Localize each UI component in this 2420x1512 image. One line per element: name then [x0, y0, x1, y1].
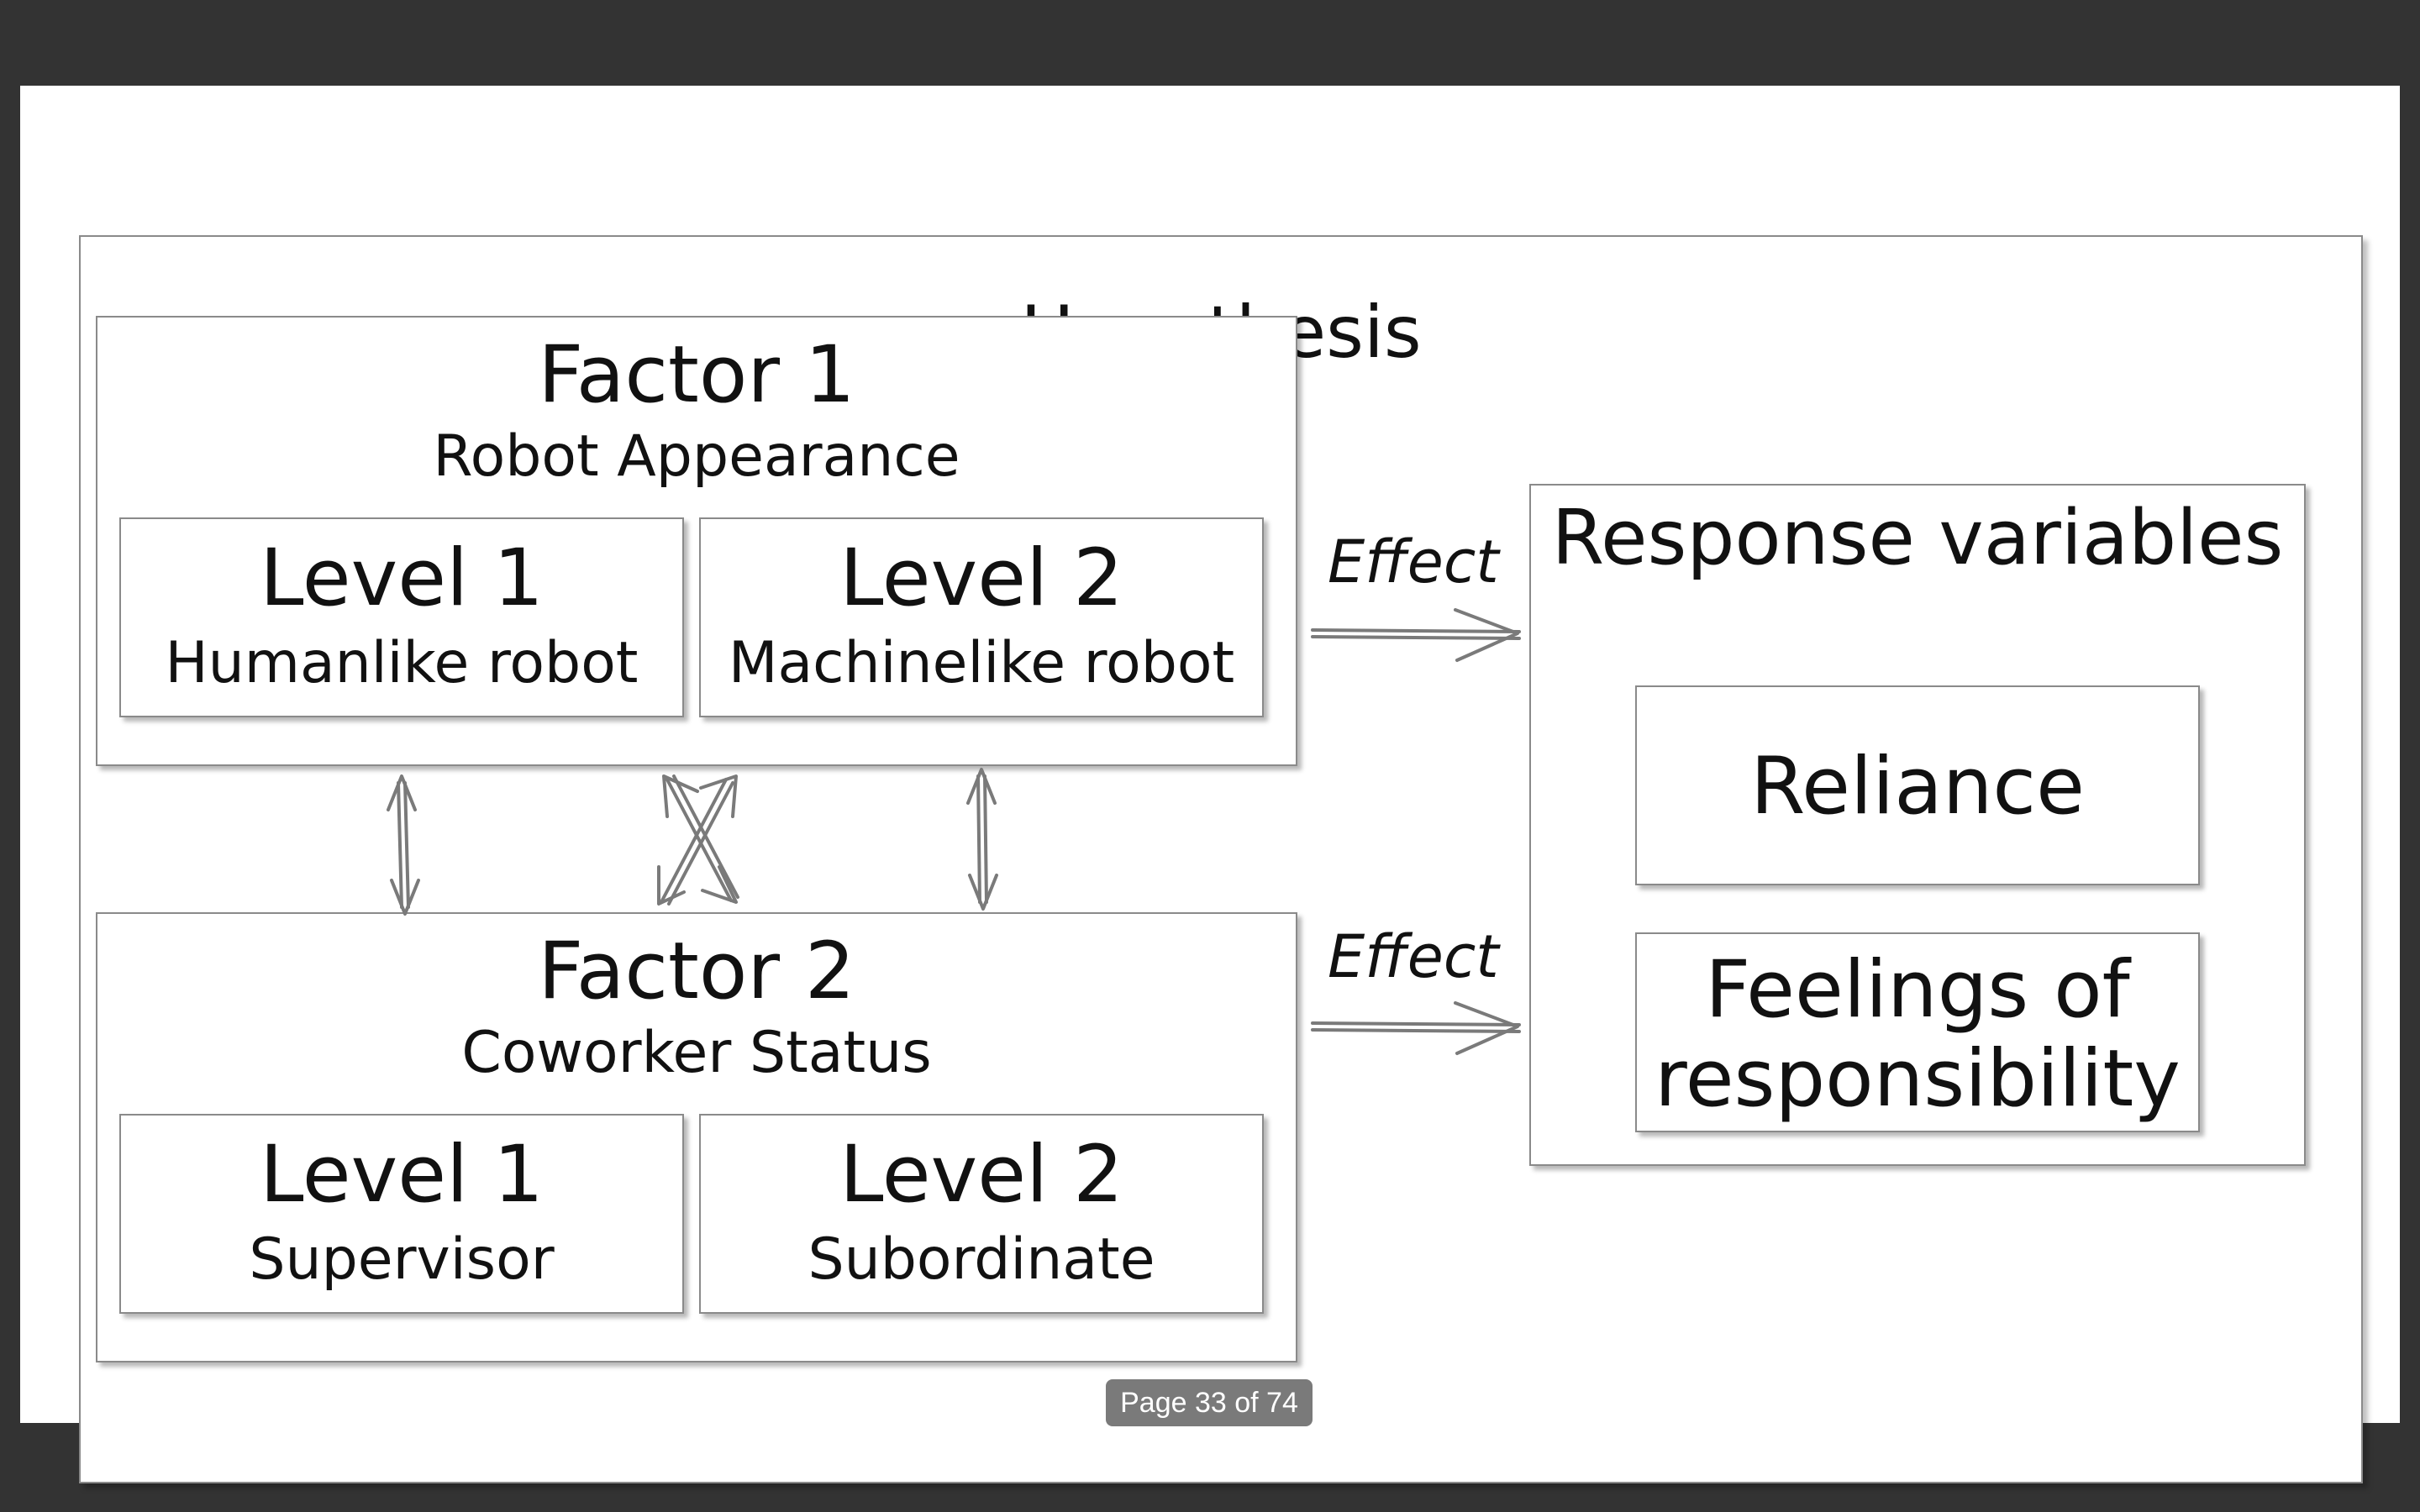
factor1-title: Factor 1 [538, 329, 855, 421]
factor1-level2-desc: Machinelike robot [728, 630, 1235, 696]
effect-arrow-top-icon [1311, 608, 1521, 662]
effect-label-top: Effect [1328, 528, 1499, 596]
bidirectional-arrow-left-icon [387, 774, 420, 916]
factor1-level1-box: Level 1 Humanlike robot [119, 517, 684, 717]
effect-arrow-bottom-icon [1311, 1001, 1521, 1055]
responsibility-line1: Feelings of [1705, 944, 2130, 1036]
bidirectional-arrow-right-icon [966, 768, 998, 911]
factor2-title: Factor 2 [538, 926, 855, 1017]
page-indicator: Page 33 of 74 [1106, 1379, 1313, 1426]
slide-page: Hypothesis Factor 1 Robot Appearance Lev… [20, 86, 2400, 1483]
factor2-level1-desc: Supervisor [249, 1226, 555, 1293]
factor2-level2-box: Level 2 Subordinate [699, 1114, 1264, 1314]
arrows-layer [387, 608, 1521, 1055]
responsibility-line2: responsibility [1655, 1033, 2181, 1125]
factor1-level1-desc: Humanlike robot [165, 630, 639, 696]
factor1-level1-label: Level 1 [260, 533, 544, 624]
reliance-box: Reliance [1635, 685, 2200, 885]
responsibility-box: Feelings of responsibility [1635, 932, 2200, 1132]
response-variables-title: Response variables [1551, 494, 2284, 582]
factor2-level2-desc: Subordinate [808, 1226, 1155, 1293]
factor2-level2-label: Level 2 [839, 1129, 1123, 1221]
factor2-level1-label: Level 1 [260, 1129, 544, 1221]
crossed-arrows-icon [657, 774, 739, 906]
reliance-label: Reliance [1750, 741, 2085, 832]
factor1-level2-label: Level 2 [839, 533, 1123, 624]
factor1-subtitle: Robot Appearance [433, 423, 960, 490]
effect-label-bottom: Effect [1328, 922, 1499, 991]
factor1-level2-box: Level 2 Machinelike robot [699, 517, 1264, 717]
factor2-level1-box: Level 1 Supervisor [119, 1114, 684, 1314]
factor2-subtitle: Coworker Status [461, 1020, 932, 1086]
